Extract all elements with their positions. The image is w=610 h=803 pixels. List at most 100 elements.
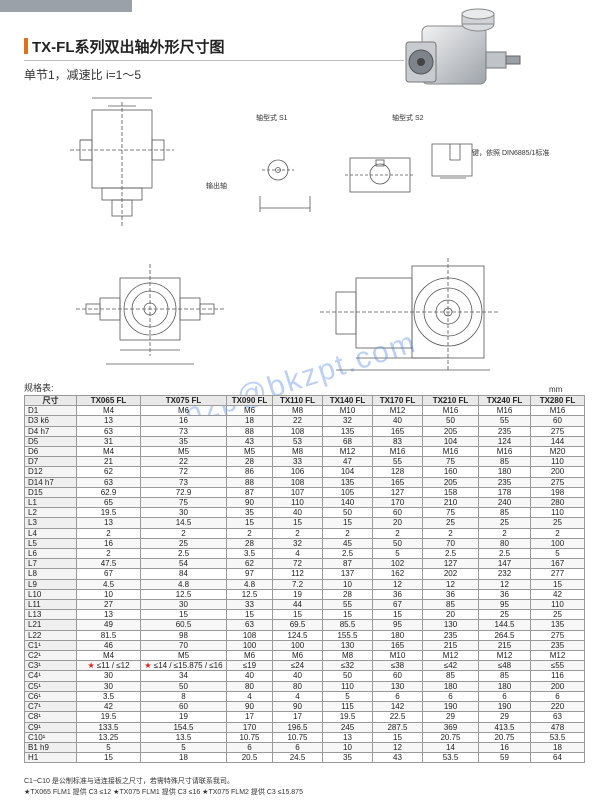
dimension-value-cell: 100: [226, 639, 273, 652]
dimension-value-cell: 87: [322, 558, 373, 570]
dimension-value-cell: 42: [76, 701, 141, 713]
dimension-value-cell: 75: [422, 507, 479, 519]
dimension-value-cell: 69.5: [272, 619, 323, 631]
key-note-label: 键，依照 DIN6885/1标准: [472, 148, 549, 157]
dimension-value-cell: 15: [372, 731, 423, 743]
dimension-value-cell: 15: [322, 609, 373, 621]
output-shaft-label: 输出轴: [206, 181, 227, 190]
spec-table-label: 规格表:: [24, 383, 54, 393]
dimension-value-cell: 63: [530, 711, 585, 723]
dimension-value-cell: 478: [530, 721, 585, 733]
dimension-value-cell: 2: [226, 527, 273, 539]
dimension-value-cell: M8: [322, 650, 373, 662]
dimension-value-cell: M16: [478, 405, 531, 417]
dimension-value-cell: 75: [422, 456, 479, 468]
dimension-value-cell: ≤55: [530, 660, 585, 672]
dimension-value-cell: 33: [272, 456, 323, 468]
dimension-value-cell: 90: [272, 701, 323, 713]
dimension-value-cell: 10: [322, 578, 373, 590]
dimension-value-cell: 6: [272, 741, 323, 754]
dimension-value-cell: 180: [478, 466, 531, 478]
dimension-value-cell: M16: [422, 446, 479, 458]
dimension-value-cell: 65: [76, 497, 141, 509]
dimension-value-cell: 190: [478, 701, 531, 713]
dimension-value-cell: 196.5: [272, 721, 323, 733]
dimension-value-cell: 2.5: [140, 548, 227, 560]
dimension-value-cell: 277: [530, 568, 585, 580]
dimension-value-cell: 8: [140, 690, 227, 703]
dimension-value-cell: 108: [272, 425, 323, 437]
dimension-name-cell: L10: [24, 588, 77, 601]
dimension-value-cell: 34: [140, 670, 227, 682]
dimension-value-cell: 35: [322, 752, 373, 764]
shaft-s2-label: 轴型式 S2: [392, 113, 424, 122]
dimension-value-cell: 95: [372, 619, 423, 631]
dimension-name-cell: C5¹: [24, 680, 77, 692]
dimension-value-cell: M16: [372, 446, 423, 458]
dimension-value-cell: M12: [322, 446, 373, 458]
dimension-value-cell: 63: [226, 619, 273, 631]
shaft-s1-label: 轴型式 S1: [256, 113, 288, 122]
spec-column-header: TX110 FL: [272, 394, 323, 407]
dimension-name-cell: B1 h9: [24, 741, 77, 754]
dimension-value-cell: 85: [478, 507, 531, 519]
dimension-value-cell: 19.5: [322, 711, 373, 723]
spec-column-header: TX075 FL: [140, 394, 227, 407]
dimension-value-cell: 106: [272, 466, 323, 478]
dimension-name-cell: L9: [24, 578, 77, 590]
dimension-value-cell: 210: [422, 497, 479, 509]
dimension-name-cell: C6¹: [24, 690, 77, 703]
dimension-value-cell: 87: [226, 486, 273, 499]
dimension-value-cell: 15: [272, 609, 323, 621]
dimension-value-cell: 162: [372, 568, 423, 580]
dimension-value-cell: 220: [530, 701, 585, 713]
dimension-value-cell: 144: [530, 435, 585, 448]
dimension-value-cell: 47.5: [76, 558, 141, 570]
dimension-value-cell: 40: [272, 670, 323, 682]
dimension-value-cell: 13: [322, 731, 373, 743]
dimension-value-cell: 80: [272, 680, 323, 692]
dimension-value-cell: 72: [272, 558, 323, 570]
product-photo: [405, 8, 521, 85]
dimension-value-cell: 154.5: [140, 721, 227, 733]
dimension-name-cell: L8: [24, 568, 77, 580]
dimension-value-cell: 25: [422, 517, 479, 529]
dimension-value-cell: 18: [140, 752, 227, 764]
dimension-name-cell: D12: [24, 466, 77, 478]
dimension-value-cell: 42: [530, 588, 585, 601]
dimension-value-cell: 127: [422, 558, 479, 570]
dimension-value-cell: 63: [76, 425, 141, 437]
dimension-value-cell: 80: [226, 680, 273, 692]
dimension-value-cell: ≤48: [478, 660, 531, 672]
dimension-value-cell: 235: [422, 629, 479, 641]
dimension-value-cell: 15: [140, 609, 227, 621]
dimension-value-cell: M8: [272, 405, 323, 417]
dimension-value-cell: 15: [76, 752, 141, 764]
dimension-value-cell: ★ ≤11 / ≤12: [76, 660, 141, 672]
dimension-name-cell: C3¹: [24, 660, 77, 672]
dimension-value-cell: 40: [372, 415, 423, 427]
dimension-value-cell: M6: [272, 650, 323, 662]
dimension-value-cell: 60.5: [140, 619, 227, 631]
dimension-value-cell: 85: [422, 599, 479, 611]
dimension-value-cell: 6: [478, 690, 531, 703]
dimension-value-cell: 165: [372, 476, 423, 488]
dimension-value-cell: 13: [76, 415, 141, 427]
dimension-value-cell: 22: [140, 456, 227, 468]
dimension-value-cell: 100: [272, 639, 323, 652]
dimension-value-cell: 15: [372, 609, 423, 621]
dimension-name-cell: L13: [24, 609, 77, 621]
dimension-value-cell: 49: [76, 619, 141, 631]
dimension-value-cell: 20: [372, 517, 423, 529]
dimension-value-cell: 4: [272, 548, 323, 560]
dimension-value-cell: 5: [140, 741, 227, 754]
dimension-value-cell: 205: [422, 425, 479, 437]
dimension-value-cell: 67: [372, 599, 423, 611]
dimension-value-cell: ≤19: [226, 660, 273, 672]
